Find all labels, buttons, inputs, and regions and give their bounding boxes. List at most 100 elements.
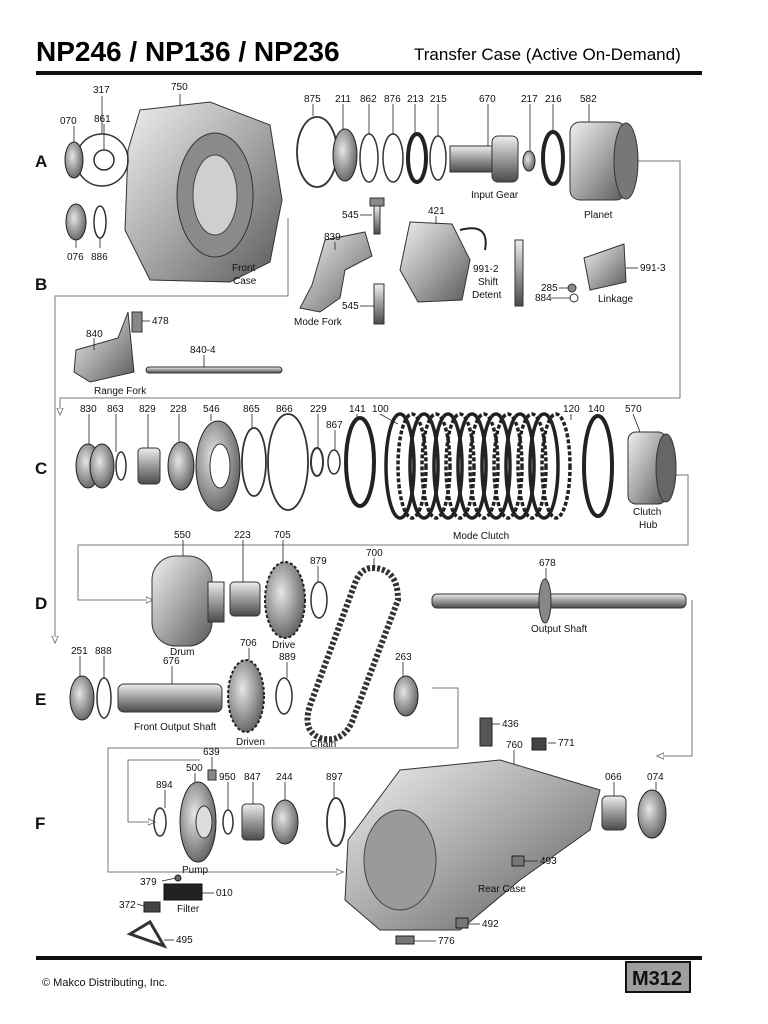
part-bearing-244 (271, 799, 299, 845)
clutch-disc (396, 412, 428, 520)
caption-front-case: Front (232, 263, 256, 274)
part-label: 639 (203, 747, 220, 758)
part-ring-216 (541, 130, 565, 186)
part-clutch-hub (627, 431, 677, 505)
part-rail-840-4 (145, 366, 283, 374)
part-label: 867 (326, 420, 343, 431)
part-label: 875 (304, 94, 321, 105)
part-label: 285 (541, 283, 558, 294)
part-label: 493 (540, 856, 557, 867)
clutch-disc (420, 412, 452, 520)
part-plug-493 (511, 855, 525, 867)
page-title: NP246 / NP136 / NP236 (36, 36, 340, 67)
part-snapring-889 (275, 677, 293, 715)
part-input-gear (449, 135, 519, 183)
clutch-disc (384, 412, 416, 520)
row-label-e: E (35, 690, 46, 709)
part-gear-847 (241, 803, 265, 841)
part-snapring-897 (326, 797, 346, 847)
part-label: 215 (430, 94, 447, 105)
clutch-disc (504, 412, 536, 520)
part-label: 670 (479, 94, 496, 105)
part-mode-clutch-pack (384, 412, 572, 520)
part-label: 223 (234, 530, 251, 541)
part-ring-876 (382, 133, 404, 183)
part-pin-545-upper (369, 197, 385, 235)
part-front-case (124, 101, 283, 283)
part-linkage (583, 243, 627, 291)
part-label: 379 (140, 877, 157, 888)
part-label: 478 (152, 316, 169, 327)
part-range-fork (73, 311, 135, 383)
assembly-flow-lines (55, 160, 693, 872)
part-shift-detent (514, 239, 524, 307)
part-label: 228 (170, 404, 187, 415)
part-label: 863 (107, 404, 124, 415)
caption-planet: Planet (584, 210, 613, 221)
part-label: 317 (93, 85, 110, 96)
part-seal-070 (64, 141, 84, 179)
part-label: 546 (203, 404, 220, 415)
part-label: 140 (588, 404, 605, 415)
part-label: 706 (240, 638, 257, 649)
part-plug-771 (531, 737, 547, 751)
part-label: 829 (139, 404, 156, 415)
part-clip-285 (567, 283, 577, 293)
clutch-disc (408, 412, 440, 520)
caption-shift-detent: Shift (478, 277, 498, 288)
part-label: 100 (372, 404, 389, 415)
part-filter (163, 883, 203, 901)
part-bearing-217 (522, 150, 536, 172)
part-hub-829 (137, 447, 161, 485)
part-snapring-879 (310, 581, 328, 619)
part-gasket-317 (75, 133, 129, 187)
caption-rear-case: Rear Case (478, 884, 526, 895)
clutch-disc (540, 412, 572, 520)
part-front-output-shaft (117, 683, 223, 713)
row-label-d: D (35, 594, 47, 613)
part-spring-866 (267, 413, 309, 511)
part-bushing-066 (601, 795, 627, 831)
copyright-text: © Makco Distributing, Inc. (42, 977, 167, 989)
caption-pump: Pump (182, 865, 209, 876)
part-label: 229 (310, 404, 327, 415)
part-sleeve-830 (75, 443, 115, 489)
part-label: 700 (366, 548, 383, 559)
caption-mode-fork: Mode Fork (294, 317, 343, 328)
part-bearing-263 (393, 675, 419, 717)
part-bolt-776 (395, 935, 415, 945)
part-pin-545-lower (373, 283, 385, 325)
part-label: 372 (119, 900, 136, 911)
row-label-c: C (35, 459, 47, 478)
clutch-disc (468, 412, 500, 520)
part-plug-492 (455, 917, 469, 929)
part-label: 217 (521, 94, 538, 105)
caption-drive: Drive (272, 640, 296, 651)
part-planet (569, 121, 639, 201)
part-washer-213 (406, 132, 428, 184)
part-clip-495 (126, 919, 168, 949)
part-ring-861 (93, 149, 115, 171)
part-drive-sprocket (264, 561, 306, 639)
part-label: 678 (539, 558, 556, 569)
part-label: 886 (91, 252, 108, 263)
part-driven-sprocket (227, 659, 265, 733)
part-snapring-886 (93, 205, 107, 239)
part-label: 950 (219, 772, 236, 783)
part-label: 897 (326, 772, 343, 783)
part-label: 894 (156, 780, 173, 791)
part-label: 771 (558, 738, 575, 749)
part-piston-546 (195, 420, 241, 512)
part-label: 251 (71, 646, 88, 657)
part-label: 861 (94, 114, 111, 125)
part-label: 570 (625, 404, 642, 415)
part-snapring-863 (115, 451, 127, 481)
part-label: 545 (342, 210, 359, 221)
part-label: 991-2 (473, 264, 499, 275)
caption-clutch-hub: Hub (639, 520, 658, 531)
part-label: 884 (535, 293, 552, 304)
clutch-disc (528, 412, 560, 520)
part-ring-884 (569, 293, 579, 303)
part-bearing-211 (332, 128, 358, 182)
